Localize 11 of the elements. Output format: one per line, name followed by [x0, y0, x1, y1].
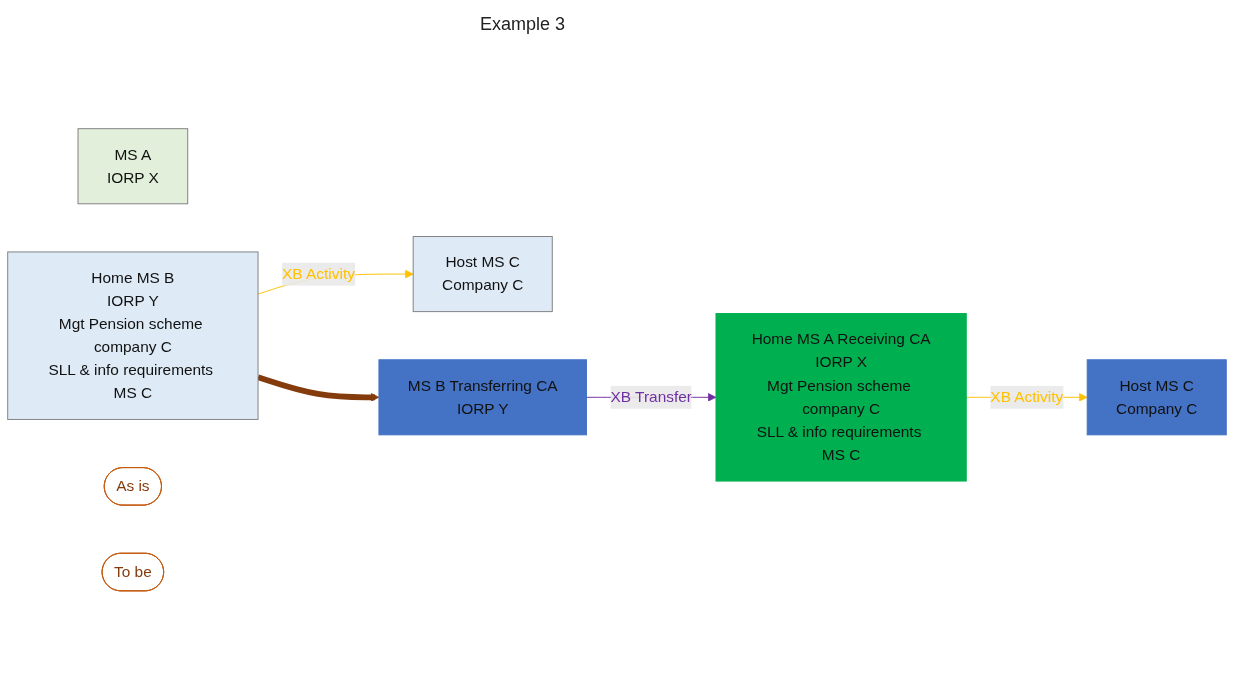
node-box: Home MS B IORP Y Mgt Pension scheme company C SLL & info requirements MS C	[7, 251, 259, 421]
diagram-title: Example 3	[480, 14, 566, 35]
edge-label: XB Activity	[990, 388, 1064, 406]
node-box: Host MS C Company C	[1086, 359, 1227, 436]
node-box: Home MS A Receiving CA IORP X Mgt Pension scheme company C SLL & info requirements MS C	[715, 313, 967, 482]
node-box: MS B Transferring CA IORP Y	[378, 359, 587, 436]
edge-label: XB Activity	[282, 265, 355, 283]
node-box: MS A IORP X	[77, 128, 189, 205]
node-box: Host MS C Company C	[412, 236, 553, 313]
arrow	[257, 374, 380, 402]
edge-label: XB Transfer	[610, 388, 692, 406]
